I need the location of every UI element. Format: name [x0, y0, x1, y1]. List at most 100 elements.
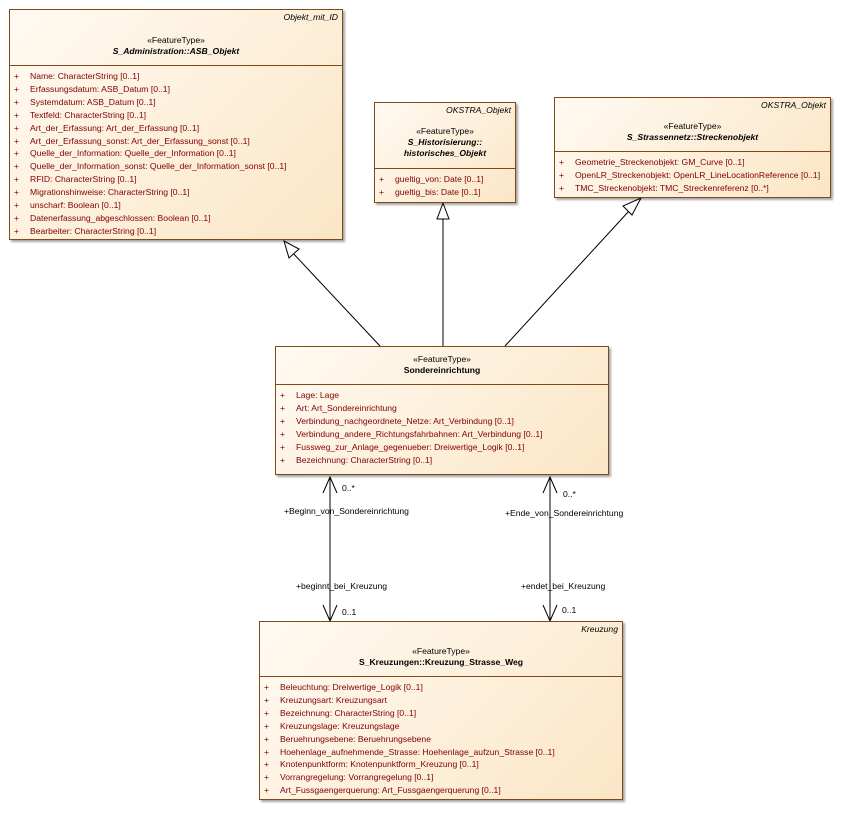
visibility-marker: +	[14, 96, 20, 107]
generalization-head-asb	[283, 239, 300, 259]
attribute-row[interactable]: +Erfassungsdatum: ASB_Datum [0..1]	[10, 83, 342, 96]
class-name-line2: historisches_Objekt	[403, 148, 487, 158]
visibility-marker: +	[559, 169, 565, 180]
attribute-row[interactable]: +RFID: CharacterString [0..1]	[10, 173, 342, 186]
attribute-row[interactable]: +Geometrie_Streckenobjekt: GM_Curve [0..…	[555, 156, 830, 169]
attribute-row[interactable]: + gueltig_bis: Date [0..1]	[375, 186, 515, 199]
arrowhead-left-top	[322, 475, 338, 494]
visibility-marker: +	[264, 707, 270, 718]
attribute-text: Bezeichnung: CharacterString [0..1]	[280, 707, 417, 718]
attribute-row[interactable]: +Lage: Lage	[276, 389, 608, 402]
visibility-marker: +	[14, 135, 20, 146]
attribute-row[interactable]: +Beruehrungsebene: Beruehrungsebene	[260, 733, 622, 746]
attribute-row[interactable]: + unscharf: Boolean [0..1]	[10, 199, 342, 212]
class-name-line1: S_Historisierung::	[407, 137, 483, 147]
attribute-row[interactable]: +TMC_Streckenobjekt: TMC_Streckenreferen…	[555, 182, 830, 195]
class-streckenobjekt[interactable]: OKSTRA_Objekt «FeatureType» S_Strassenne…	[554, 97, 831, 198]
attribute-text: unscharf: Boolean [0..1]	[30, 200, 121, 211]
stereotype: «FeatureType»	[663, 121, 722, 131]
association-left-lower-role: +beginnt_bei_Kreuzung	[296, 581, 388, 591]
stereotype: «FeatureType»	[147, 35, 205, 45]
visibility-marker: +	[280, 402, 286, 413]
attribute-row[interactable]: +Art_der_Erfassung_sonst: Art_der_Erfass…	[10, 135, 342, 148]
visibility-marker: +	[14, 148, 20, 159]
class-name: Sondereinrichtung	[403, 365, 481, 375]
attribute-text: Quelle_der_Information_sonst: Quelle_der…	[30, 161, 287, 172]
visibility-marker: +	[264, 720, 270, 731]
attribute-text: RFID: CharacterString [0..1]	[30, 174, 137, 185]
attribute-row[interactable]: +Kreuzungsart: Kreuzungsart	[260, 694, 622, 707]
class-header: OKSTRA_Objekt «FeatureType» S_Strassenne…	[555, 98, 830, 152]
attribute-row[interactable]: +Hoehenlage_aufnehmende_Strasse: Hoehenl…	[260, 746, 622, 759]
class-header: OKSTRA_Objekt «FeatureType» S_Historisie…	[375, 103, 515, 169]
visibility-marker: +	[14, 109, 20, 120]
attribute-row[interactable]: +Migrationshinweise: CharacterString [0.…	[10, 186, 342, 199]
attribute-row[interactable]: + Textfeld: CharacterString [0..1]	[10, 109, 342, 122]
association-left-lower-multiplicity: 0..1	[342, 607, 357, 617]
attribute-row[interactable]: + Kreuzungslage: Kreuzungslage	[260, 720, 622, 733]
attribute-row[interactable]: + gueltig_von: Date [0..1]	[375, 173, 515, 186]
attribute-row[interactable]: +Quelle_der_Information: Quelle_der_Info…	[10, 147, 342, 160]
attribute-row[interactable]: + Art_Fussgaengerquerung: Art_Fussgaenger…	[260, 784, 622, 797]
association-right-lower-role: +endet_bei_Kreuzung	[521, 581, 606, 591]
class-historisches-objekt[interactable]: OKSTRA_Objekt «FeatureType» S_Historisie…	[374, 102, 516, 203]
association-right-lower-multiplicity: 0..1	[562, 605, 577, 615]
class-kreuzung-strasse-weg[interactable]: Kreuzung «FeatureType» S_Kreuzungen::Kre…	[259, 621, 623, 800]
stereotype: «FeatureType»	[413, 354, 471, 364]
visibility-marker: +	[264, 746, 270, 757]
attribute-row[interactable]: + Verbindung_nachgeordnete_Netze: Art_Ver…	[276, 415, 608, 428]
class-asb-objekt[interactable]: Objekt_mit_ID «FeatureType» S_Administra…	[9, 9, 343, 240]
attribute-row[interactable]: +Beleuchtung: Dreiwertige_Logik [0..1]	[260, 681, 622, 694]
attribute-row[interactable]: +Verbindung_andere_Richtungsfahrbahnen: …	[276, 428, 608, 441]
attribute-row[interactable]: + Bezeichnung: CharacterString [0..1]	[260, 707, 622, 720]
visibility-marker: +	[379, 186, 385, 197]
attribute-row[interactable]: +Systemdatum: ASB_Datum [0..1]	[10, 96, 342, 109]
class-sondereinrichtung[interactable]: «FeatureType» Sondereinrichtung +Lage: L…	[275, 346, 609, 475]
attribute-text: gueltig_von: Date [0..1]	[395, 174, 484, 184]
visibility-marker: +	[14, 200, 20, 211]
association-right-upper-multiplicity: 0..*	[563, 489, 576, 499]
attribute-list: +Geometrie_Streckenobjekt: GM_Curve [0..…	[555, 152, 830, 195]
attribute-row[interactable]: +Bezeichnung: CharacterString [0..1]	[276, 454, 608, 467]
attribute-row[interactable]: + Name: CharacterString [0..1]	[10, 70, 342, 83]
parent-tag: Objekt_mit_ID	[283, 12, 338, 22]
visibility-marker: +	[14, 71, 20, 81]
visibility-marker: +	[559, 182, 565, 193]
visibility-marker: +	[14, 122, 20, 133]
attribute-text: Art: Art_Sondereinrichtung	[296, 402, 397, 413]
attribute-text: Lage: Lage	[296, 390, 340, 400]
attribute-text: Verbindung_nachgeordnete_Netze: Art_Verb…	[296, 415, 514, 426]
visibility-marker: +	[264, 682, 270, 692]
visibility-marker: +	[280, 415, 286, 426]
visibility-marker: +	[280, 428, 286, 439]
attribute-row[interactable]: +Bearbeiter: CharacterString [0..1]	[10, 225, 342, 238]
visibility-marker: +	[379, 174, 385, 184]
attribute-text: Kreuzungslage: Kreuzungslage	[280, 720, 400, 731]
attribute-text: Erfassungsdatum: ASB_Datum [0..1]	[30, 83, 170, 94]
attribute-row[interactable]: +Datenerfassung_abgeschlossen: Boolean […	[10, 212, 342, 225]
attribute-row[interactable]: +Knotenpunktform: Knotenpunktform_Kreuzu…	[260, 758, 622, 771]
attribute-row[interactable]: +Vorrangregelung: Vorrangregelung [0..1]	[260, 771, 622, 784]
visibility-marker: +	[14, 225, 20, 236]
attribute-row[interactable]: +Fussweg_zur_Anlage_gegenueber: Dreiwert…	[276, 441, 608, 454]
attribute-list: + gueltig_von: Date [0..1] + gueltig_bis: D…	[375, 169, 515, 199]
class-name: S_Administration::ASB_Objekt	[112, 46, 240, 56]
visibility-marker: +	[559, 157, 565, 167]
attribute-row[interactable]: +Art_der_Erfassung: Art_der_Erfassung [0…	[10, 122, 342, 135]
attribute-list: +Beleuchtung: Dreiwertige_Logik [0..1]+K…	[260, 677, 622, 797]
attribute-text: Vorrangregelung: Vorrangregelung [0..1]	[280, 772, 434, 783]
association-left-upper-multiplicity: 0..*	[342, 483, 355, 493]
attribute-row[interactable]: +Quelle_der_Information_sonst: Quelle_de…	[10, 160, 342, 173]
visibility-marker: +	[264, 733, 270, 744]
attribute-text: Bezeichnung: CharacterString [0..1]	[296, 454, 433, 465]
attribute-row[interactable]: + Art: Art_Sondereinrichtung	[276, 402, 608, 415]
attribute-text: Art_Fussgaengerquerung: Art_Fussgaengerq…	[280, 785, 501, 796]
attribute-text: gueltig_bis: Date [0..1]	[395, 186, 481, 197]
attribute-text: Name: CharacterString [0..1]	[30, 71, 140, 81]
attribute-row[interactable]: +OpenLR_Streckenobjekt: OpenLR_LineLocat…	[555, 169, 830, 182]
attribute-text: Knotenpunktform: Knotenpunktform_Kreuzun…	[280, 759, 479, 770]
visibility-marker: +	[264, 785, 270, 796]
stereotype: «FeatureType»	[416, 126, 474, 136]
visibility-marker: +	[14, 212, 20, 223]
attribute-text: Textfeld: CharacterString [0..1]	[30, 109, 147, 120]
